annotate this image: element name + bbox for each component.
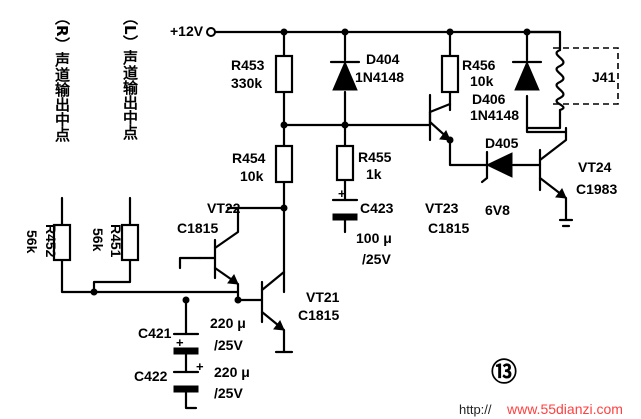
vt24-emitter-arrow — [555, 188, 567, 199]
channel-left-label: （L）声道输出中点 — [121, 10, 139, 141]
watermark-prefix: http:// — [459, 402, 492, 417]
c423-name: C423 — [360, 200, 394, 216]
channel-right-label: （R）声道输出中点 — [53, 10, 71, 143]
c421-value: 220 μ — [210, 315, 246, 331]
resistor-r454 — [274, 144, 294, 184]
figure-marker: ⑬ — [491, 357, 517, 388]
resistor-r456 — [440, 54, 460, 94]
d404-name: D404 — [366, 51, 400, 67]
relay-j41 — [553, 47, 619, 112]
c421-name: C421 — [138, 325, 172, 341]
r451-value: 56k — [90, 228, 106, 252]
r452-name: R452 — [43, 224, 59, 258]
supply-terminal — [206, 27, 216, 37]
resistor-r452 — [52, 223, 72, 262]
c423-value: 100 μ — [356, 230, 392, 246]
diode-d404 — [329, 60, 361, 91]
vt22-name: VT22 — [207, 200, 241, 216]
r456-name: R456 — [462, 57, 496, 73]
watermark-site: www.55dianzi.com — [506, 401, 623, 417]
resistor-r453 — [274, 54, 294, 94]
r453-value: 330k — [231, 75, 262, 91]
d406-name: D406 — [472, 91, 506, 107]
vt23-value: C1815 — [428, 220, 469, 236]
vt21-emitter-arrow — [273, 320, 285, 331]
vt21-name: VT21 — [306, 289, 340, 305]
vt23-name: VT23 — [425, 200, 459, 216]
r455-value: 1k — [366, 166, 382, 182]
svg-text:+: + — [196, 359, 204, 374]
r452-value: 56k — [24, 230, 40, 254]
capacitor-c421: + — [172, 332, 200, 355]
r456-value: 10k — [470, 73, 494, 89]
vt22-emitter-arrow — [227, 274, 239, 285]
r453-name: R453 — [231, 57, 265, 73]
d405-name: D405 — [485, 135, 519, 151]
vt21-value: C1815 — [298, 307, 339, 323]
vt24-value: C1983 — [576, 181, 617, 197]
c421-voltage: /25V — [214, 337, 243, 353]
vt23-emitter-arrow — [439, 130, 451, 141]
d405-value: 6V8 — [485, 202, 510, 218]
r455-name: R455 — [358, 149, 392, 165]
d404-value: 1N4148 — [355, 69, 404, 85]
resistor-r455 — [335, 144, 355, 182]
r454-value: 10k — [240, 168, 264, 184]
r451-name: R451 — [108, 224, 124, 258]
c422-value: 220 μ — [214, 364, 250, 380]
diode-d406 — [511, 60, 543, 91]
relay-name: J41 — [592, 69, 616, 85]
r454-name: R454 — [232, 150, 266, 166]
diode-d405-zener — [480, 150, 513, 184]
d406-value: 1N4148 — [470, 107, 519, 123]
c422-name: C422 — [134, 368, 168, 384]
svg-text:+: + — [176, 335, 184, 350]
capacitor-c423: + — [331, 186, 359, 221]
supply-label: +12V — [170, 23, 204, 39]
resistor-r451 — [120, 223, 140, 262]
capacitor-c422: + — [172, 359, 204, 393]
c423-voltage: /25V — [362, 251, 391, 267]
wires — [60, 30, 574, 410]
c422-voltage: /25V — [214, 385, 243, 401]
vt22-value: C1815 — [177, 220, 218, 236]
channel-labels: （R）声道输出中点 （L）声道输出中点 — [53, 10, 139, 143]
svg-text:+: + — [338, 186, 346, 201]
vt24-name: VT24 — [578, 159, 612, 175]
